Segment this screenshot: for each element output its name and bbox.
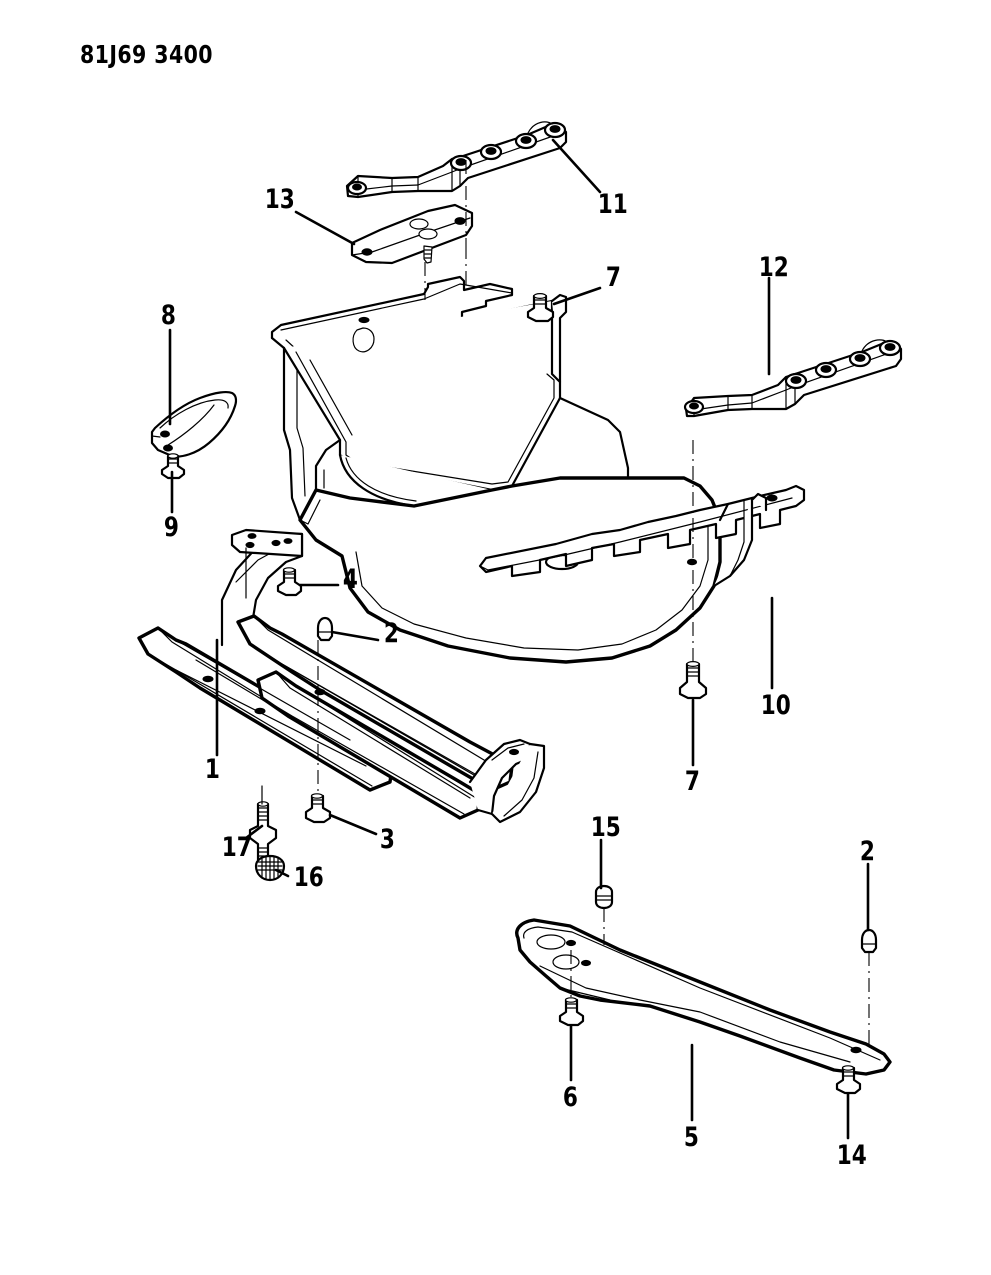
callout-label-16: 16 [293,862,324,893]
callout-label-7a: 7 [605,262,621,293]
strap-nut [346,180,368,196]
part-17-stud-bolt [248,785,278,862]
callout-label-15: 15 [590,812,621,843]
callout-label-5: 5 [683,1122,699,1153]
part-11-mounting-strap-rear [345,121,568,199]
strap-nut [514,132,538,150]
callout-leader-lines [168,138,870,1140]
strap-nut [848,350,872,368]
callout-label-7b: 7 [684,766,700,797]
part-10-fuel-tank-shield [270,275,806,664]
part-15-spacer-bushing [594,884,614,945]
part-7b-bolt [678,440,708,700]
part-4-bolt [276,567,303,597]
strap-nut [784,372,808,390]
strap-nut [479,143,503,161]
callout-label-1: 1 [204,754,220,785]
part-7a-bolt [526,293,555,323]
part-5-support-crossmember [515,918,892,1076]
callout-label-9: 9 [163,512,179,543]
page-title: 81J69 3400 [80,40,213,69]
part-9-bolt [160,453,186,480]
part-12-mounting-strap-front [683,339,903,418]
strap-nut [878,339,902,357]
callout-label-11: 11 [597,189,628,220]
part-8-curved-shield-bracket [150,390,238,458]
callout-label-8: 8 [160,300,176,331]
part-3-bolt [304,793,332,824]
callout-label-3: 3 [379,824,395,855]
part-6-bolt [558,950,585,1027]
callout-label-2a: 2 [383,618,399,649]
part-2b-plug-grommet [860,928,878,1046]
callout-label-2b: 2 [859,836,875,867]
part-1-skid-plate-left [137,528,546,824]
strap-nut [543,121,567,139]
callout-label-17: 17 [221,832,252,863]
part-2a-plug-grommet [316,616,334,642]
part-13-mounting-plate [350,203,474,265]
strap-nut [814,361,838,379]
callout-label-14: 14 [836,1140,867,1171]
callout-label-12: 12 [758,252,789,283]
callout-label-10: 10 [760,690,791,721]
strap-nut [683,399,705,415]
callout-label-6: 6 [562,1082,578,1113]
callout-label-13: 13 [264,184,295,215]
part-14-bolt [835,1065,862,1095]
strap-nut [449,154,473,172]
part-16-nut [254,854,286,882]
callout-label-4: 4 [342,564,358,595]
